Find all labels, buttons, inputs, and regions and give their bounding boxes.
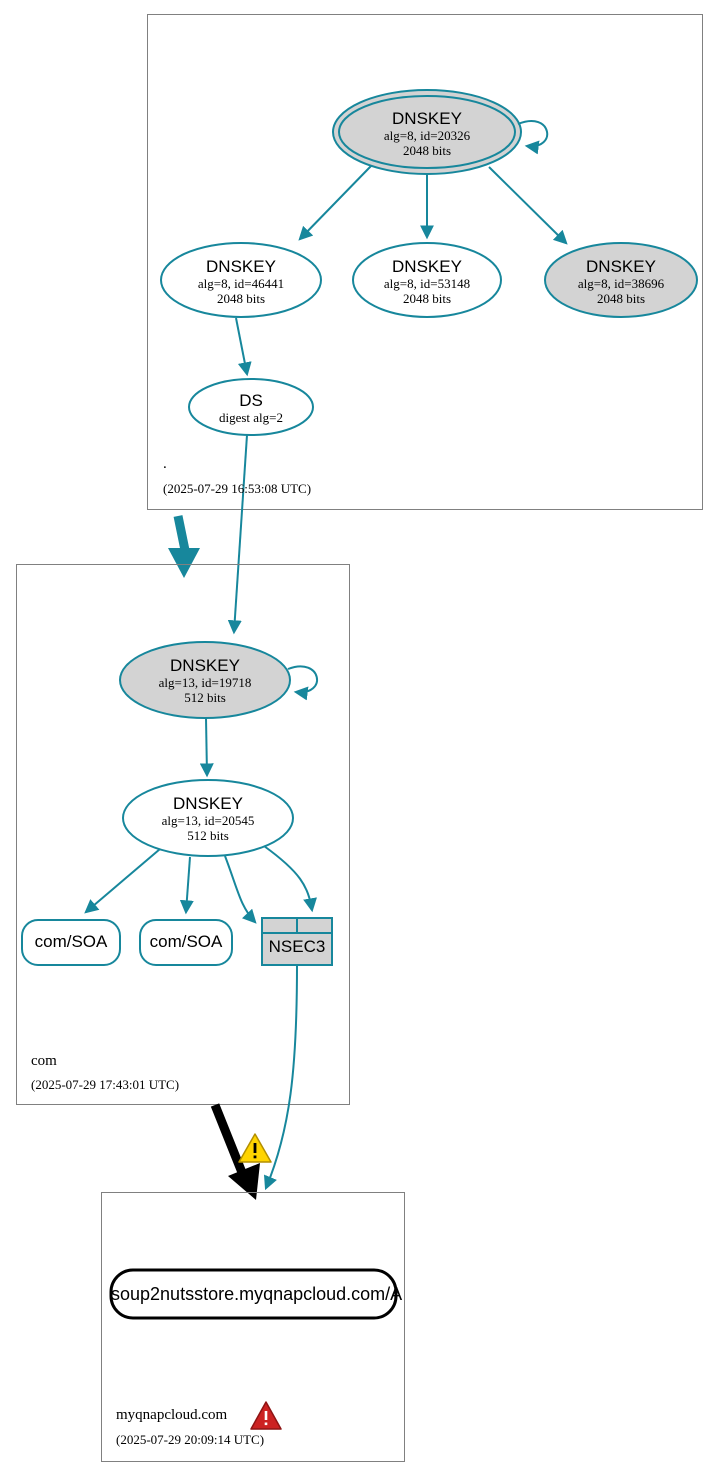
edge-delegation-root-to-com-head <box>168 548 200 578</box>
edge-rootksk-to-zsk46441 <box>298 165 372 241</box>
edge-nsec3-to-myqnapcloud <box>263 964 298 1191</box>
node-root-ksk-38696[interactable] <box>544 242 698 318</box>
edge-zsk46441-to-ds <box>235 317 252 377</box>
zone-box-myqnapcloud <box>101 1192 405 1462</box>
edge-comksk-to-comzsk <box>199 717 214 778</box>
node-root-zsk-46441[interactable] <box>160 242 322 318</box>
node-com-soa-1[interactable] <box>21 919 121 966</box>
edge-selfsign-com-ksk <box>287 665 319 701</box>
node-com-nsec3[interactable] <box>261 917 333 966</box>
zone-label-root-timestamp: (2025-07-29 16:53:08 UTC) <box>163 481 312 496</box>
zone-box-com <box>16 564 350 1105</box>
error-triangle-icon <box>250 1401 282 1430</box>
zone-box-root <box>147 14 703 510</box>
zone-label-myqnapcloud-timestamp: (2025-07-29 20:09:14 UTC) <box>116 1432 265 1447</box>
zone-label-com-name: com <box>31 1053 57 1069</box>
edge-comzsk-to-soa2 <box>179 856 194 915</box>
edge-delegation-com-to-myqnapcloud <box>210 1103 250 1182</box>
node-com-ksk-19718[interactable] <box>119 641 291 719</box>
edge-selfsign-root-ksk <box>517 120 549 155</box>
edge-comzsk-to-nsec3-a <box>224 855 257 924</box>
edge-comzsk-to-soa1 <box>84 848 161 914</box>
node-com-soa-2[interactable] <box>139 919 233 966</box>
node-leaf-a-record[interactable] <box>109 1268 398 1320</box>
node-root-ksk-20326[interactable] <box>332 89 522 175</box>
edge-delegation-com-to-myqnapcloud-head <box>228 1163 260 1200</box>
node-root-ds[interactable] <box>188 378 314 436</box>
edge-comzsk-to-nsec3-b <box>263 845 317 913</box>
edge-ds-to-com-ksk <box>227 434 248 635</box>
node-com-zsk-20545[interactable] <box>122 779 294 857</box>
node-root-zsk-53148[interactable] <box>352 242 502 318</box>
warning-triangle-icon <box>238 1133 272 1163</box>
zone-label-root-name: . <box>163 456 167 472</box>
zone-label-com-timestamp: (2025-07-29 17:43:01 UTC) <box>31 1077 180 1092</box>
edge-rootksk-to-ksk38696 <box>488 166 568 245</box>
zone-label-myqnapcloud-name: myqnapcloud.com <box>116 1407 228 1423</box>
